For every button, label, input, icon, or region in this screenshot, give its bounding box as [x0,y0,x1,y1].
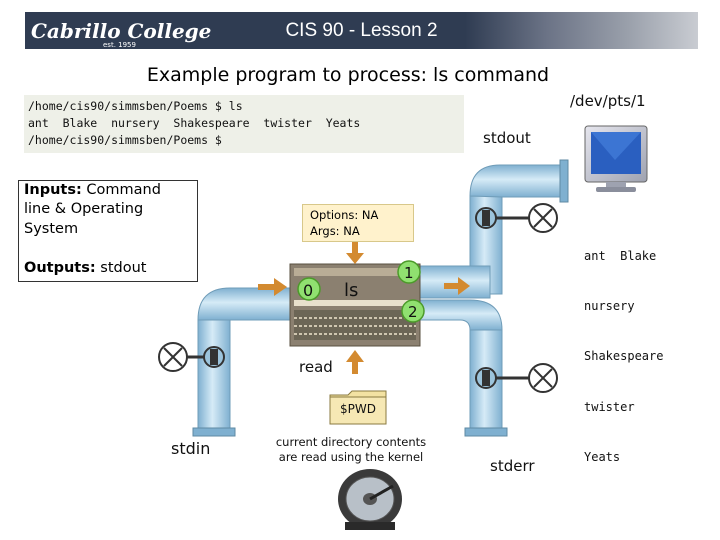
output-item: twister [584,399,635,414]
fd2-label: 2 [408,303,418,321]
read-label: read [299,358,333,376]
args-line: Args: NA [310,224,360,238]
stderr-pipe [419,299,508,437]
campus-photo [465,12,698,49]
output-item: Shakespeare [584,349,664,364]
output-item: Yeats [584,450,621,465]
logo-text: Cabrillo College [31,19,211,43]
kernel-note-line-2: are read using the kernel [278,450,424,464]
inputs-label: Inputs: [24,182,82,198]
stderr-valve [475,363,558,393]
stdout-pipe [419,159,569,299]
kernel-note: current directory contents are read usin… [262,435,440,465]
fd2-circle [401,299,425,323]
stdout-valve [475,203,558,233]
stdout-arrow [444,277,470,295]
hard-drive-icon [338,469,402,530]
outputs-text: stdout [95,260,147,276]
read-arrow [346,350,364,374]
outputs-label: Outputs: [24,260,96,276]
stdin-arrow [258,278,287,296]
slide-subtitle: Example program to process: ls command [146,64,550,86]
options-box: Options: NA Args: NA [302,204,414,242]
kernel-note-line-1: current directory contents [275,435,427,449]
stdin-pipe [192,287,301,437]
terminal-output: /home/cis90/simmsben/Poems $ ls ant Blak… [24,95,464,153]
stdin-valve [158,342,225,372]
logo-est: est. 1959 [103,41,136,49]
header-banner: Cabrillo College est. 1959 [25,12,698,49]
options-arrow [346,241,364,264]
inputs-text-1: Command [81,182,161,198]
stdout-label: stdout [483,129,531,147]
fd0-label: 0 [303,281,313,300]
output-list: ant Blake nursery Shakespeare twister Ye… [584,214,663,483]
output-item: ant Blake [584,248,657,263]
fd1-circle [397,260,421,284]
cabrillo-logo: Cabrillo College est. 1959 [31,19,211,49]
io-box: Inputs: Command line & Operating System … [18,180,198,282]
terminal-line-1: /home/cis90/simmsben/Poems $ ls [28,99,243,113]
terminal-line-3: /home/cis90/simmsben/Poems $ [28,133,222,147]
pwd-label: $PWD [340,402,376,416]
inputs-text-2: line & Operating [24,201,144,217]
fd1-label: 1 [404,264,414,282]
process-name: ls [344,280,358,301]
stdin-label: stdin [171,439,211,458]
device-label: /dev/pts/1 [570,92,646,110]
process-box [289,263,421,347]
options-line: Options: NA [310,208,379,222]
output-item: nursery [584,298,635,313]
page-title: CIS 90 - Lesson 2 [285,20,438,41]
folder-icon [329,390,387,425]
terminal-line-2: ant Blake nursery Shakespeare twister Ye… [28,116,361,130]
stderr-label: stderr [490,457,535,475]
fd0-circle [297,277,321,301]
monitor-icon [584,125,648,192]
inputs-text-3: System [24,221,79,237]
